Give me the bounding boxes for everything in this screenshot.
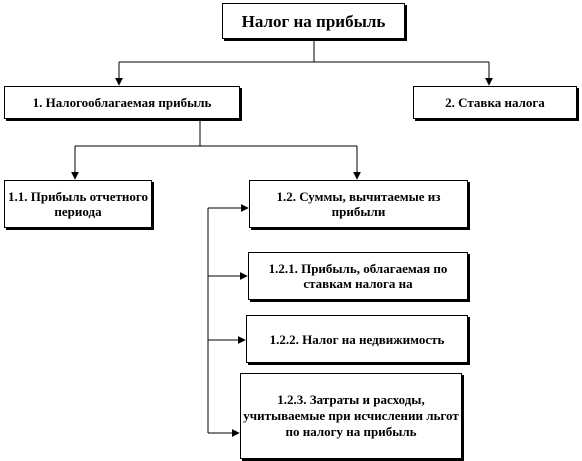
node-tax-rate-label: 2. Ставка налога: [445, 95, 545, 110]
node-property-tax-label: 1.2.2. Налог на недвижимость: [269, 331, 445, 347]
node-costs-and-expenses-label: 1.2.3. Затраты и расходы, учитываемые пр…: [243, 392, 459, 439]
node-deductions-label: 1.2. Суммы, вычитаемые из прибыли: [276, 189, 441, 219]
node-deductions: 1.2. Суммы, вычитаемые из прибыли: [249, 180, 468, 228]
node-costs-and-expenses: 1.2.3. Затраты и расходы, учитываемые пр…: [240, 373, 462, 459]
node-reporting-profit: 1.1. Прибыль отчетного периода: [4, 180, 152, 228]
node-tax-rate: 2. Ставка налога: [413, 86, 577, 119]
root-node-label: Налог на прибыль: [241, 11, 386, 31]
node-profit-taxed-at-rates: 1.2.1. Прибыль, облагаемая по ставкам на…: [248, 252, 468, 300]
node-property-tax: 1.2.2. Налог на недвижимость: [246, 315, 468, 363]
root-node-income-tax: Налог на прибыль: [222, 3, 405, 39]
node-taxable-profit: 1. Налогооблагаемая прибыль: [4, 86, 240, 119]
node-taxable-profit-label: 1. Налогооблагаемая прибыль: [32, 95, 212, 110]
node-profit-taxed-at-rates-label: 1.2.1. Прибыль, облагаемая по ставкам на…: [268, 261, 448, 291]
node-reporting-profit-label: 1.1. Прибыль отчетного периода: [8, 189, 148, 219]
